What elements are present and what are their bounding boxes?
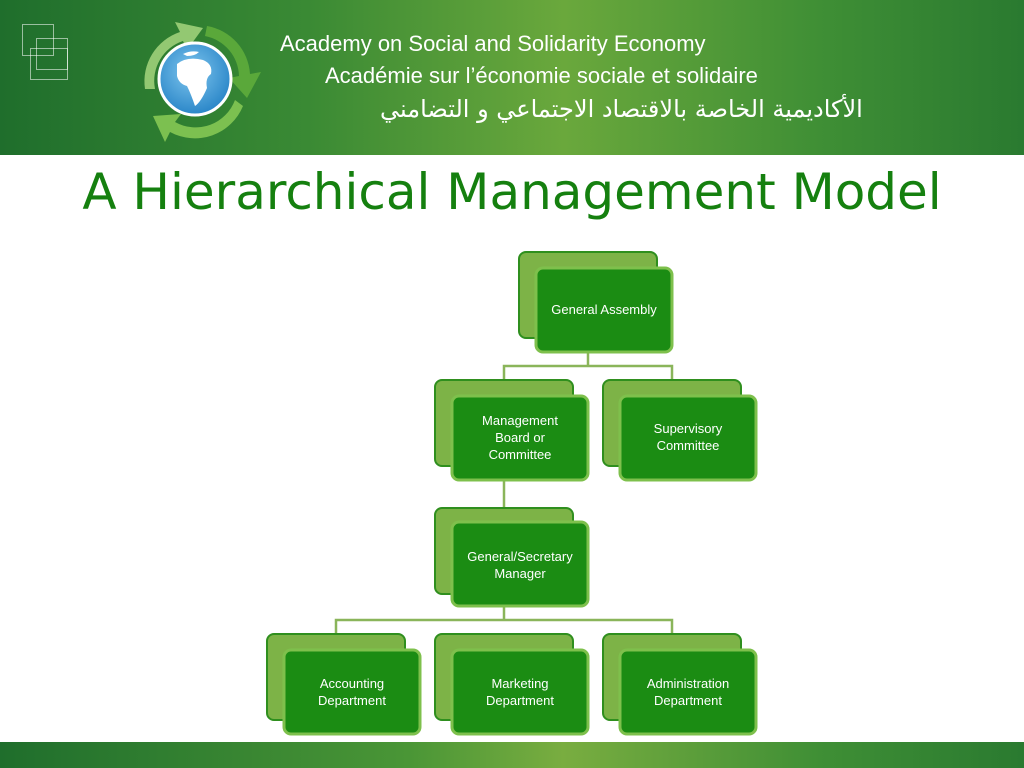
label-marketing-department: Marketing Department bbox=[455, 675, 585, 709]
header-title-arabic: الأكاديمية الخاصة بالاقتصاد الاجتماعي و … bbox=[380, 95, 863, 123]
accounting-line-2: Department bbox=[318, 693, 386, 708]
label-management-board: Management Board or Committee bbox=[455, 412, 585, 463]
header-title-english: Academy on Social and Solidarity Economy bbox=[280, 31, 706, 56]
header-title-french: Académie sur l’économie sociale et solid… bbox=[325, 63, 758, 88]
node-general-assembly bbox=[518, 251, 674, 354]
marketing-line-1: Marketing bbox=[491, 676, 549, 691]
administration-line-1: Administration bbox=[646, 676, 730, 691]
header-banner: Academy on Social and Solidarity Economy… bbox=[0, 0, 1024, 155]
node-accounting-department bbox=[266, 633, 422, 736]
administration-line-2: Department bbox=[654, 693, 722, 708]
label-accounting-department: Accounting Department bbox=[287, 675, 417, 709]
node-general-manager bbox=[434, 507, 590, 608]
footer-band bbox=[0, 742, 1024, 768]
connector-manager-to-departments bbox=[334, 606, 674, 634]
accounting-line-1: Accounting bbox=[319, 676, 385, 691]
management-board-line-2: Board or bbox=[495, 430, 545, 445]
marketing-line-2: Department bbox=[486, 693, 554, 708]
label-general-manager: General/Secretary Manager bbox=[455, 548, 585, 582]
slide-title: A Hierarchical Management Model bbox=[82, 163, 942, 221]
label-supervisory-committee: Supervisory Committee bbox=[623, 420, 753, 454]
academy-globe-logo bbox=[144, 22, 261, 142]
general-manager-line-1: General/Secretary bbox=[467, 549, 573, 564]
node-supervisory-committee bbox=[602, 379, 758, 482]
label-general-assembly: General Assembly bbox=[539, 301, 669, 318]
management-board-line-1: Management bbox=[482, 413, 558, 428]
supervisory-committee-line-2: Committee bbox=[656, 438, 720, 453]
label-administration-department: Administration Department bbox=[623, 675, 753, 709]
general-manager-line-2: Manager bbox=[494, 566, 546, 581]
node-management-board bbox=[434, 379, 590, 482]
management-board-line-3: Committee bbox=[488, 447, 552, 462]
supervisory-committee-line-1: Supervisory bbox=[653, 421, 723, 436]
node-marketing-department bbox=[434, 633, 590, 736]
connector-assembly-to-level2 bbox=[502, 353, 674, 380]
decorative-squares-icon bbox=[22, 24, 82, 84]
general-assembly-text: General Assembly bbox=[551, 302, 657, 317]
node-administration-department bbox=[602, 633, 758, 736]
